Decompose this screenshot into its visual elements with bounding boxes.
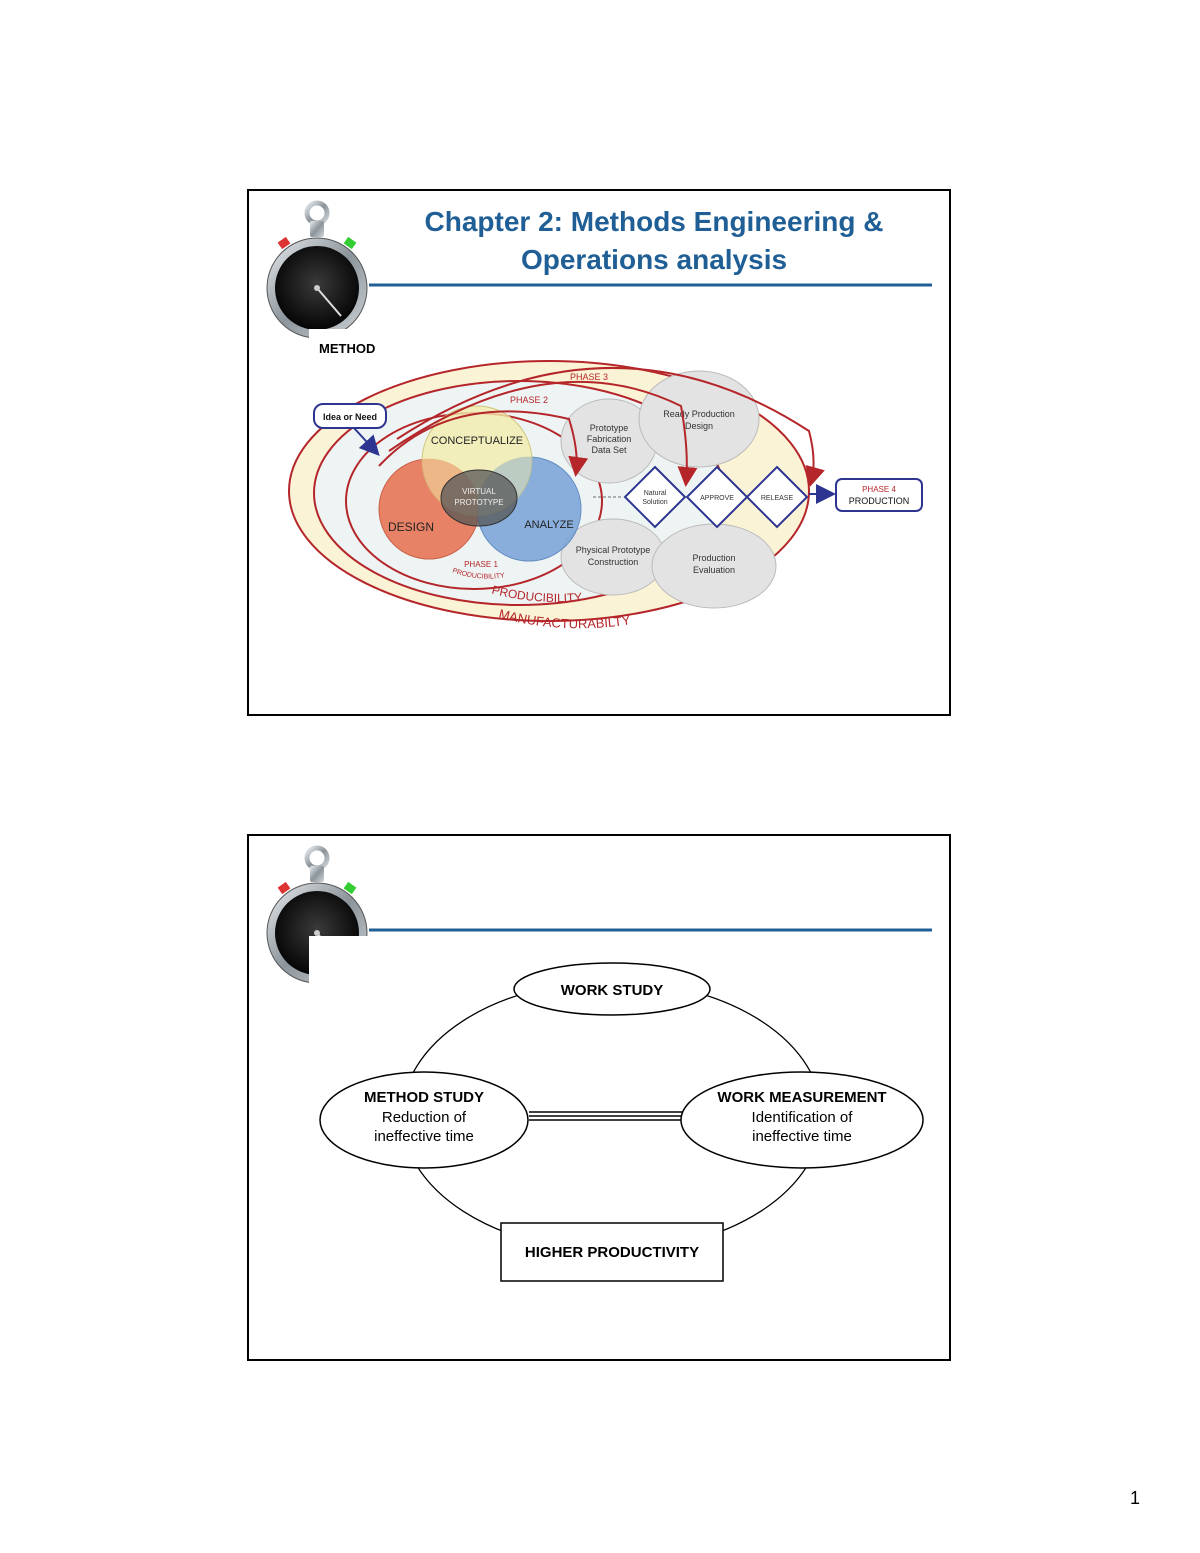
method-study-line-1: Reduction of (382, 1109, 467, 1126)
page-number: 1 (1130, 1488, 1141, 1508)
slide-2: WORK STUDY METHOD STUDY Reduction of ine… (247, 834, 951, 1361)
physical-prototype-label-2: Construction (588, 557, 639, 567)
analyze-label: ANALYZE (524, 519, 573, 531)
ready-production-label-2: Design (685, 421, 713, 431)
work-study-label: WORK STUDY (561, 982, 664, 999)
slide-1: METHOD Chapter 2: Methods Engineering & … (247, 189, 951, 716)
slide-1-canvas: METHOD Chapter 2: Methods Engineering & … (266, 200, 932, 631)
stopwatch-icon (266, 200, 379, 351)
higher-productivity-box (500, 1222, 724, 1282)
method-study-title: METHOD STUDY (364, 1089, 484, 1106)
approve-diamond: APPROVE (685, 465, 749, 529)
work-measurement-node (680, 1071, 924, 1169)
phase-4-production-box (835, 478, 923, 512)
method-study-line-2: ineffective time (374, 1128, 474, 1145)
virtual-prototype-label-2: PROTOTYPE (454, 498, 503, 507)
slide-title-line-1: Chapter 2: Methods Engineering & (425, 206, 884, 237)
stopwatch-icon (266, 845, 379, 996)
phase-3-label: PHASE 3 (570, 372, 608, 382)
idea-arrow (353, 427, 380, 456)
phase-4-label: PHASE 4 (862, 485, 896, 494)
idea-or-need-label: Idea or Need (323, 412, 377, 422)
natural-solution-diamond: Natural Solution (623, 465, 687, 529)
slide-2-canvas: WORK STUDY METHOD STUDY Reduction of ine… (266, 845, 932, 1282)
work-study-node (513, 962, 711, 1016)
phase-2-label: PHASE 2 (510, 395, 548, 405)
prototype-fabrication-label-1: Prototype (590, 423, 629, 433)
virtual-prototype-label-1: VIRTUAL (462, 487, 496, 496)
phase-2-loop-arrow (388, 380, 698, 487)
phase-1-label: PHASE 1 (464, 560, 498, 569)
svg-text:Natural: Natural (644, 490, 667, 497)
phase-3-loop-arrow (396, 367, 825, 487)
svg-text:Solution: Solution (642, 499, 667, 506)
slide-title-line-2: Operations analysis (521, 244, 787, 275)
higher-productivity-label: HIGHER PRODUCTIVITY (525, 1244, 699, 1261)
svg-text:RELEASE: RELEASE (761, 495, 794, 502)
phase-1-loop-arrow (378, 410, 589, 477)
conceptualize-label: CONCEPTUALIZE (431, 435, 523, 447)
prototype-fabrication-label-2: Fabrication (587, 434, 632, 444)
production-evaluation-label-2: Evaluation (693, 565, 735, 575)
work-measurement-line-1: Identification of (752, 1109, 854, 1126)
idea-or-need-box (313, 403, 387, 429)
method-study-node (319, 1071, 529, 1169)
ready-production-label-1: Ready Production (663, 409, 735, 419)
virtual-prototype-core (440, 469, 518, 527)
work-measurement-line-2: ineffective time (752, 1128, 852, 1145)
ready-production-node (638, 370, 760, 468)
svg-text:APPROVE: APPROVE (700, 495, 734, 502)
work-measurement-title: WORK MEASUREMENT (717, 1089, 886, 1106)
logo-caption: METHOD (319, 341, 375, 356)
design-label: DESIGN (388, 520, 434, 534)
physical-prototype-label-1: Physical Prototype (576, 545, 651, 555)
production-evaluation-label-1: Production (692, 553, 735, 563)
release-diamond: RELEASE (745, 465, 809, 529)
prototype-fabrication-label-3: Data Set (591, 445, 627, 455)
production-label: PRODUCTION (849, 496, 910, 506)
